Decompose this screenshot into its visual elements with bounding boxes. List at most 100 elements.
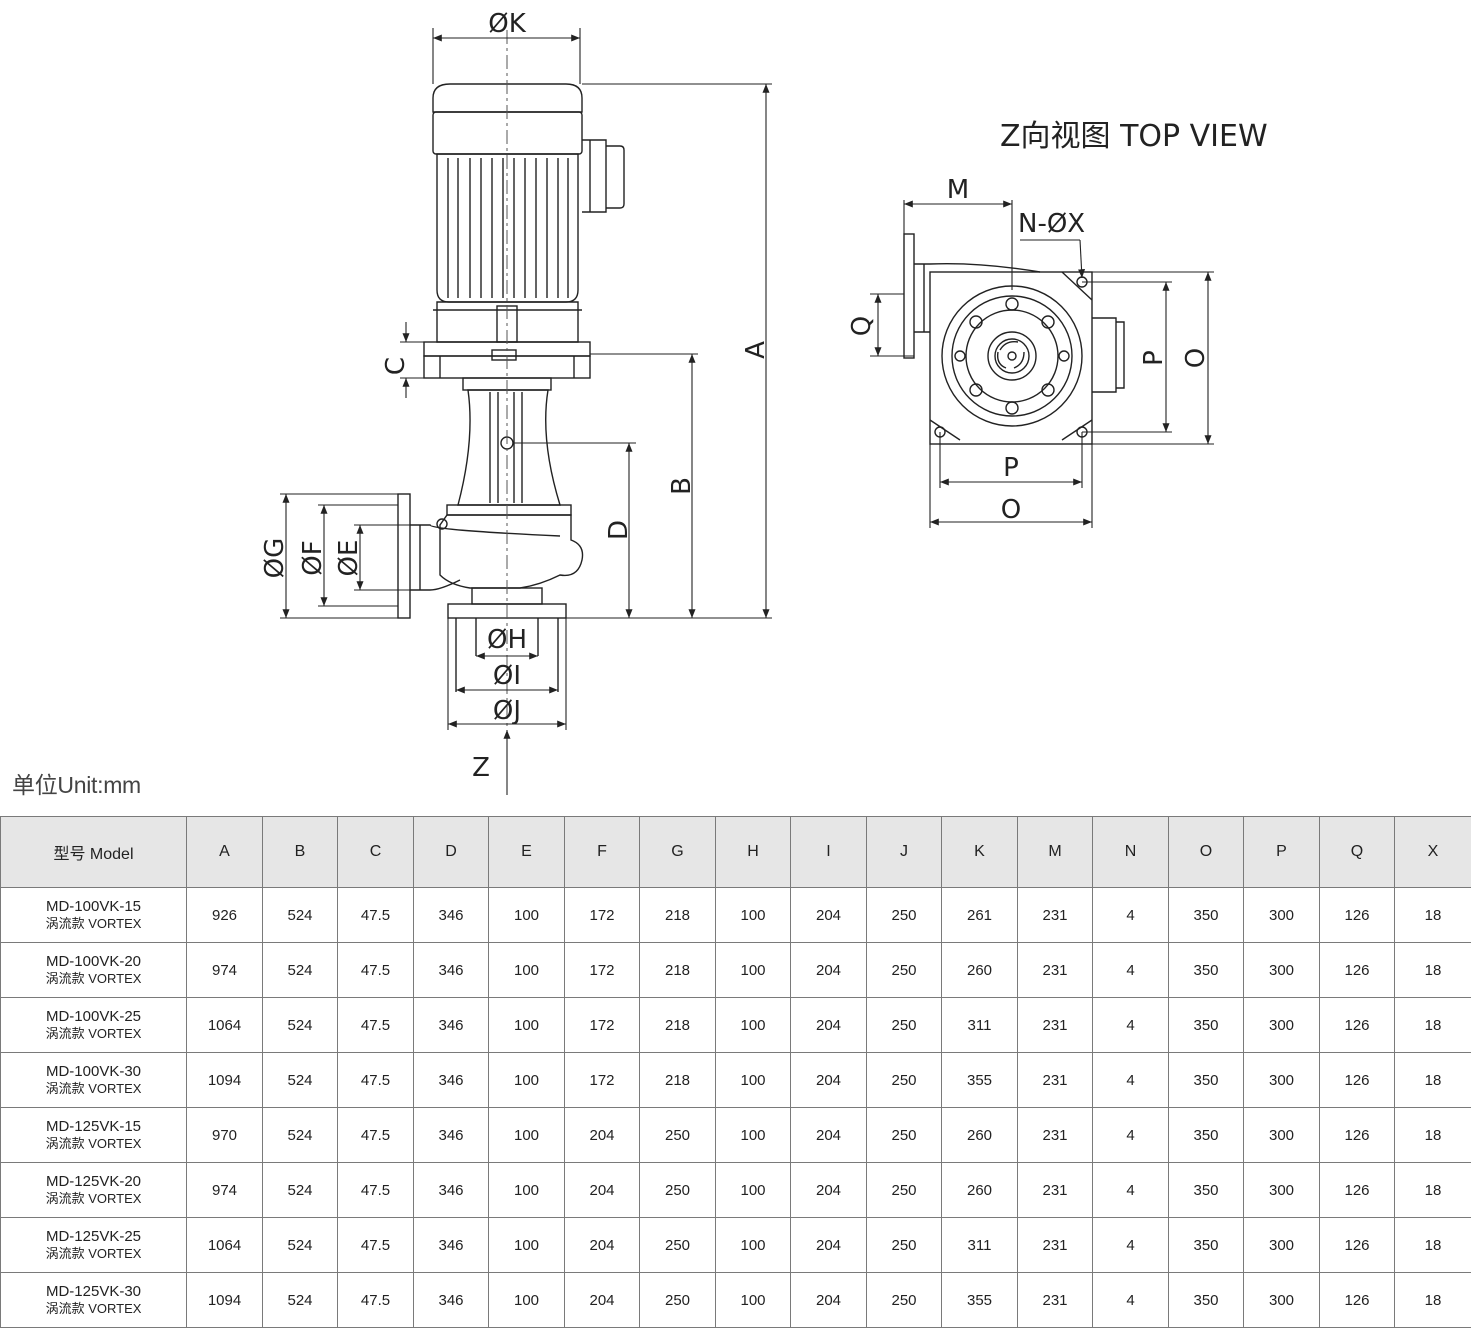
dimension-cell: 346 [413,997,489,1053]
corner-holes [934,276,1088,438]
dimension-cell: 231 [1017,942,1093,998]
dimension-cell: 204 [564,1162,640,1218]
dimension-cell: 250 [866,1107,942,1163]
dimension-cell: 204 [790,1272,867,1328]
dimension-cell: 250 [866,1052,942,1108]
header-e: E [488,816,565,888]
header-x: X [1394,816,1471,888]
model-name: MD-125VK-15 [45,1118,142,1135]
dimension-table: 型号 Model A B C D E F G H I J K M N O P Q… [0,816,1471,1328]
label-dim-e: ØE [334,540,364,577]
dimension-cell: 926 [186,887,263,943]
dimension-cell: 18 [1394,1107,1471,1163]
dimension-cell: 204 [564,1217,640,1273]
dimension-cell: 18 [1394,1272,1471,1328]
label-dim-o-horizontal: O [1001,495,1021,525]
dimension-cell: 231 [1017,1272,1093,1328]
dimension-cell: 355 [941,1272,1018,1328]
label-dim-d: D [604,520,634,540]
dimension-cell: 524 [262,1107,338,1163]
pump-dimension-drawing: ØK A B D C ØG ØF ØE ØH ØI ØJ Z Z向视图 TOP … [260,9,1268,795]
dimension-cell: 350 [1168,942,1244,998]
dimension-cell: 250 [639,1217,716,1273]
label-dim-i: ØI [493,661,521,691]
model-name: MD-125VK-30 [45,1283,142,1300]
label-dim-h: ØH [487,625,527,655]
dimension-cell: 172 [564,997,640,1053]
dimension-cell: 231 [1017,997,1093,1053]
terminal-box [582,139,625,213]
dimension-cell: 250 [866,997,942,1053]
top-terminal [1092,317,1125,393]
dimension-cell: 350 [1168,1217,1244,1273]
dimension-cell: 126 [1319,1052,1395,1108]
dimension-cell: 204 [790,942,867,998]
dimension-cell: 18 [1394,997,1471,1053]
dimension-cell: 47.5 [337,942,414,998]
dimension-cell: 300 [1243,887,1320,943]
dimension-cell: 524 [262,887,338,943]
dimension-cell: 47.5 [337,1162,414,1218]
dimension-cell: 18 [1394,1162,1471,1218]
dimension-cell: 350 [1168,887,1244,943]
dimension-cell: 126 [1319,1162,1395,1218]
dimension-cell: 218 [639,997,716,1053]
label-dim-m: M [947,175,969,205]
dimension-cell: 100 [715,1272,791,1328]
dimension-cell: 47.5 [337,1217,414,1273]
label-dim-j: ØJ [493,696,521,726]
dimension-cell: 100 [715,1052,791,1108]
dimension-cell: 524 [262,1052,338,1108]
pump-column [457,389,561,506]
dimension-cell: 47.5 [337,1052,414,1108]
dimension-cell: 260 [941,942,1018,998]
dimension-cell: 1094 [186,1272,263,1328]
model-type: 涡流款 VORTEX [45,1136,142,1151]
dimension-cell: 18 [1394,1217,1471,1273]
model-name: MD-100VK-15 [45,898,142,915]
casing-top [446,504,572,516]
header-g: G [639,816,716,888]
dimension-cell: 126 [1319,997,1395,1053]
dimension-cell: 350 [1168,1272,1244,1328]
label-dim-f: ØF [298,540,328,575]
dimension-cell: 300 [1243,1052,1320,1108]
model-type: 涡流款 VORTEX [45,1301,142,1316]
dimension-cell: 126 [1319,887,1395,943]
dimension-cell: 204 [790,997,867,1053]
dimension-cell: 300 [1243,1272,1320,1328]
top-flange [903,233,915,359]
dimension-cell: 231 [1017,1107,1093,1163]
dimension-cell: 260 [941,1107,1018,1163]
header-a: A [186,816,263,888]
dimension-cell: 524 [262,1272,338,1328]
dimension-cell: 524 [262,942,338,998]
discharge-flange [397,493,411,619]
dimension-cell: 970 [186,1107,263,1163]
dimension-cell: 346 [413,1052,489,1108]
model-name: MD-100VK-30 [45,1063,142,1080]
dimension-cell: 300 [1243,1217,1320,1273]
header-n: N [1092,816,1169,888]
dimension-cell: 250 [866,942,942,998]
dimension-cell: 231 [1017,887,1093,943]
dimension-cell: 100 [488,1107,565,1163]
dimension-cell: 260 [941,1162,1018,1218]
dimension-cell: 218 [639,942,716,998]
dimension-cell: 100 [488,1162,565,1218]
top-view [903,233,1125,445]
dimension-cell: 1094 [186,1052,263,1108]
model-name: MD-125VK-25 [45,1228,142,1245]
dimension-cell: 4 [1092,1107,1169,1163]
side-view-labels: ØK A B D C ØG ØF ØE ØH ØI ØJ Z [260,9,771,783]
dimension-cell: 47.5 [337,1272,414,1328]
